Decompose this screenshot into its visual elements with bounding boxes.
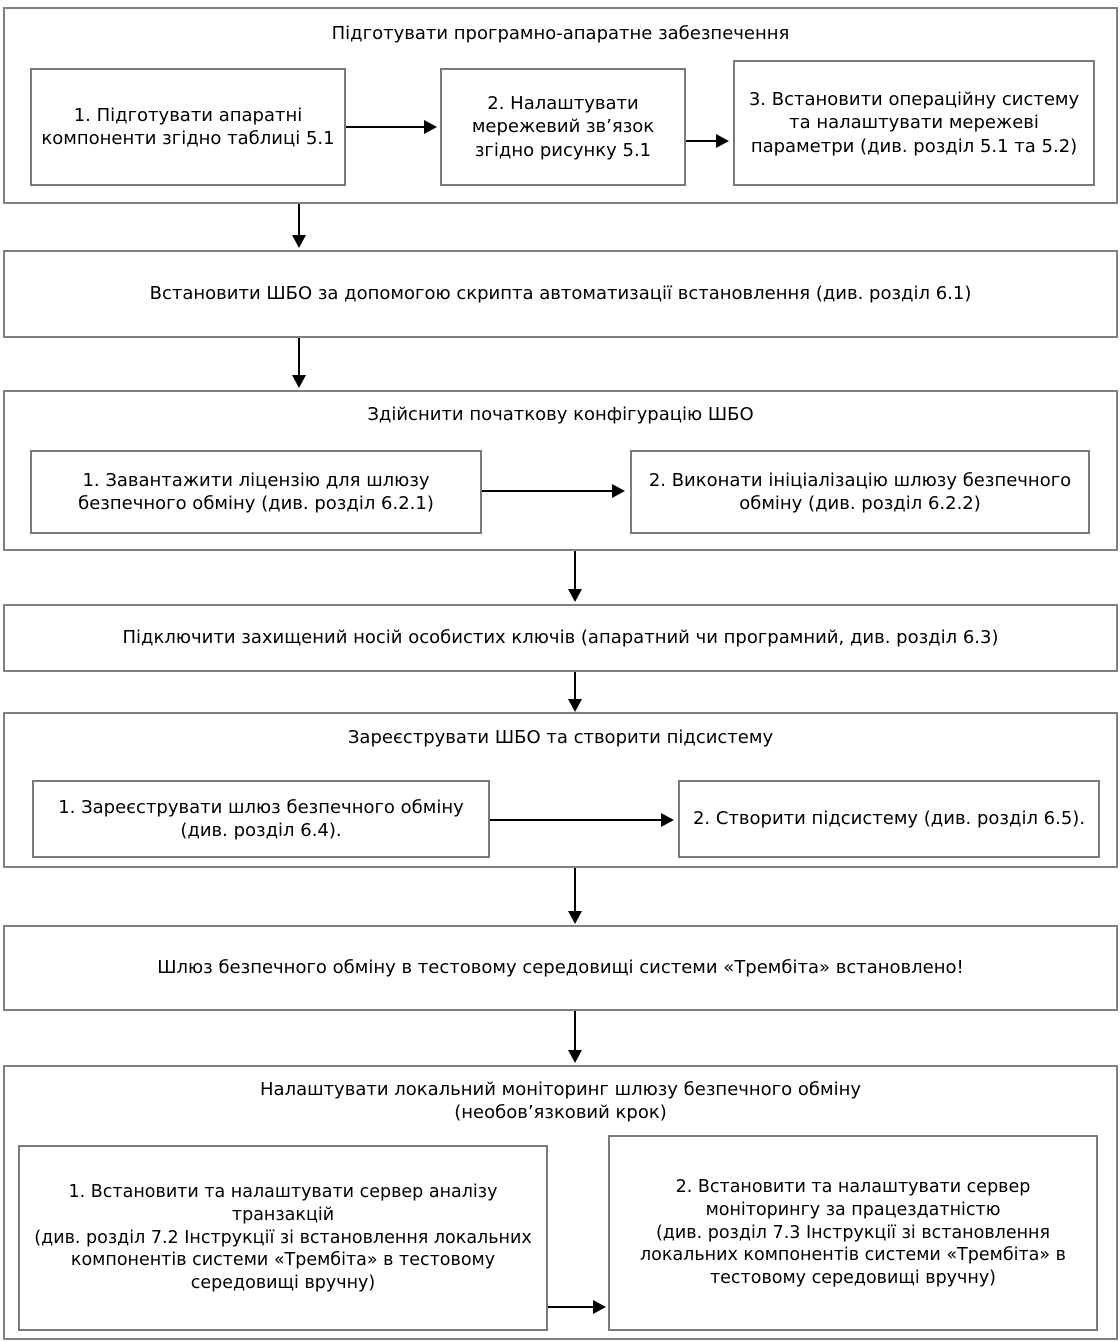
- section-prepare-hw-sw-header: Підготувати програмно-апаратне забезпече…: [331, 23, 790, 44]
- step-box-monitoring-1-label: 1. Встановити та налаштувати сервер анал…: [34, 1182, 532, 1294]
- step-box-prepare-2[interactable]: 2. Налаштувати мережевий зв’язок згідно …: [440, 68, 686, 186]
- arrowhead-section5-to-section6: [568, 911, 582, 924]
- step-box-register-1-label: 1. Зареєструвати шлюз безпечного обміну …: [58, 796, 464, 841]
- step-box-prepare-3[interactable]: 3. Встановити операційну систему та нала…: [733, 60, 1095, 186]
- step-box-register-2-label: 2. Створити підсистему (див. розділ 6.5)…: [692, 808, 1086, 830]
- step-box-prepare-2-label: 2. Налаштувати мережевий зв’язок згідно …: [471, 92, 655, 161]
- connector-monitoring-1-to-2: [548, 1306, 595, 1308]
- step-box-config-1-label: 1. Завантажити ліцензію для шлюзу безпеч…: [78, 469, 434, 514]
- arrowhead-section4-to-section5: [568, 699, 582, 712]
- step-box-monitoring-2[interactable]: 2. Встановити та налаштувати сервер моні…: [608, 1135, 1098, 1331]
- connector-section5-to-section6: [574, 868, 576, 913]
- connector-register-1-to-2: [490, 819, 663, 821]
- step-box-register-1[interactable]: 1. Зареєструвати шлюз безпечного обміну …: [32, 780, 490, 858]
- connector-section4-to-section5: [574, 672, 576, 701]
- arrowhead-monitoring-1-to-2: [593, 1300, 606, 1314]
- step-box-config-1[interactable]: 1. Завантажити ліцензію для шлюзу безпеч…: [30, 450, 482, 534]
- arrowhead-config-1-to-2: [612, 484, 625, 498]
- arrowhead-section2-to-section3: [292, 375, 306, 388]
- step-box-config-2-label: 2. Виконати ініціалізацію шлюзу безпечно…: [648, 469, 1072, 514]
- step-box-config-2[interactable]: 2. Виконати ініціалізацію шлюзу безпечно…: [630, 450, 1090, 534]
- arrowhead-register-1-to-2: [661, 813, 674, 827]
- section-connect-key-carrier[interactable]: Підключити захищений носій особистих клю…: [3, 604, 1118, 672]
- connector-prepare-1-to-2: [346, 126, 426, 128]
- section-install-sbo[interactable]: Встановити ШБО за допомогою скрипта авто…: [3, 250, 1118, 338]
- step-box-monitoring-2-label: 2. Встановити та налаштувати сервер моні…: [640, 1177, 1066, 1289]
- connector-config-1-to-2: [482, 490, 614, 492]
- step-box-prepare-1-label: 1. Підготувати апаратні компоненти згідн…: [41, 104, 335, 149]
- step-box-prepare-1[interactable]: 1. Підготувати апаратні компоненти згідн…: [30, 68, 346, 186]
- section-local-monitoring-header: Налаштувати локальний моніторинг шлюзу б…: [260, 1079, 861, 1124]
- section-installed-result[interactable]: Шлюз безпечного обміну в тестовому серед…: [3, 925, 1118, 1011]
- connector-section1-to-section2: [298, 204, 300, 237]
- connector-section6-to-section7: [574, 1011, 576, 1052]
- section-initial-config-header: Здійснити початкову конфігурацію ШБО: [367, 404, 754, 425]
- arrowhead-prepare-2-to-3: [716, 134, 729, 148]
- arrowhead-prepare-1-to-2: [424, 120, 437, 134]
- connector-section3-to-section4: [574, 551, 576, 590]
- step-box-monitoring-1[interactable]: 1. Встановити та налаштувати сервер анал…: [18, 1145, 548, 1331]
- step-box-register-2[interactable]: 2. Створити підсистему (див. розділ 6.5)…: [678, 780, 1100, 858]
- connector-prepare-2-to-3: [686, 140, 718, 142]
- section-connect-key-carrier-label: Підключити захищений носій особистих клю…: [122, 627, 999, 649]
- arrowhead-section1-to-section2: [292, 235, 306, 248]
- arrowhead-section6-to-section7: [568, 1050, 582, 1063]
- section-install-sbo-label: Встановити ШБО за допомогою скрипта авто…: [149, 283, 972, 305]
- connector-section2-to-section3: [298, 338, 300, 376]
- step-box-prepare-3-label: 3. Встановити операційну систему та нала…: [748, 88, 1080, 157]
- section-register-sbo-header: Зареєструвати ШБО та створити підсистему: [347, 727, 774, 748]
- section-installed-result-label: Шлюз безпечного обміну в тестовому серед…: [157, 957, 964, 979]
- arrowhead-section3-to-section4: [568, 589, 582, 602]
